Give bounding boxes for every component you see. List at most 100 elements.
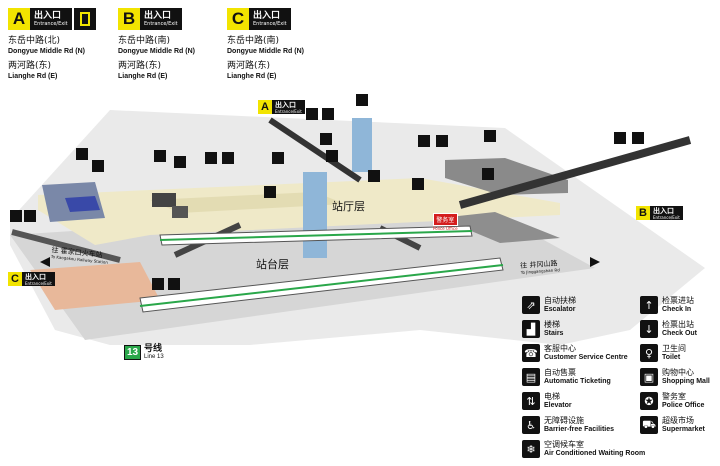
exit-c-area [30, 262, 160, 310]
escalator-icon [10, 210, 22, 222]
legend-label-cn: 自动扶梯 [544, 296, 576, 305]
supermarket-icon [482, 168, 494, 180]
line-badge: 13 号线 Line 13 [124, 344, 164, 361]
legend-label-en: Supermarket [662, 426, 705, 433]
legend-label-en: Barrier-free Facilities [544, 426, 615, 433]
check-in-icon [326, 150, 338, 162]
escalator-icon [205, 152, 217, 164]
escalator-icon [614, 132, 626, 144]
road-name-cn: 两河路(东) [227, 61, 271, 71]
legend-label-cn: 检票出站 [662, 320, 694, 329]
exit-label-cn: 出入口 [253, 11, 281, 21]
road-name-en: Lianghe Rd (E) [8, 73, 58, 80]
legend-label-en: Stairs [544, 330, 564, 337]
ticketing-icon: ▤ [522, 368, 540, 386]
exit-letter: C [227, 8, 249, 30]
escalator-icon [412, 178, 424, 190]
exit-label-en: Entrance/Exit [275, 108, 302, 114]
direction-arrow-right-icon [590, 257, 600, 267]
exit-letter: A [8, 8, 30, 30]
accessibility-icon [264, 186, 276, 198]
toilet-icon [436, 135, 448, 147]
legend-label-cn: 检票进站 [662, 296, 694, 305]
exit-label-en: Entrance/Exit [144, 21, 178, 27]
check-in-icon: ↑ [640, 296, 658, 314]
line-number: 13 [124, 345, 141, 360]
legend-label-cn: 楼梯 [544, 320, 560, 329]
check-out-icon [418, 135, 430, 147]
elevator-shaft-a [352, 118, 372, 172]
stairs-icon [632, 132, 644, 144]
exit-letter: A [258, 100, 272, 114]
legend-label-en: Escalator [544, 306, 576, 313]
exit-letter: B [636, 206, 650, 220]
legend-label-en: Air Conditioned Waiting Room [544, 450, 646, 457]
line-label-en: Line 13 [144, 354, 164, 360]
legend-label-cn: 卫生间 [662, 344, 686, 353]
legend-label-cn: 电梯 [544, 392, 560, 401]
legend-label-en: Toilet [662, 354, 681, 361]
legend-label-en: Police Office [662, 402, 705, 409]
elevator-icon: ⇅ [522, 392, 540, 410]
exit-label-cn: 出入口 [34, 11, 62, 21]
ticketing-icon [320, 133, 332, 145]
police-label-en: Police Office [433, 226, 458, 231]
exit-door-icon [73, 8, 96, 30]
exit-label-cn: 出入口 [144, 11, 172, 21]
shopping-icon [484, 130, 496, 142]
exit-label-cn: 出入口 [25, 272, 46, 281]
line-label-cn: 号线 [144, 344, 163, 354]
accessibility-icon: ♿ [522, 416, 540, 434]
shop-block-2 [440, 212, 560, 243]
elevator-shaft [303, 172, 327, 258]
platform-level-label: 站台层 [256, 258, 289, 271]
toilet-icon: ♀ [640, 344, 658, 362]
legend-label-en: Customer Service Centre [544, 354, 628, 361]
exit-label-cn: 出入口 [275, 100, 296, 109]
train-lower-stripe [139, 264, 504, 307]
escalator-c [11, 229, 121, 263]
stairs-icon [24, 210, 36, 222]
accessibility-icon [92, 160, 104, 172]
exit-label-en: Entrance/Exit [653, 214, 680, 220]
service-centre-icon [76, 148, 88, 160]
stairs-icon [368, 170, 380, 182]
road-name-cn: 东岳中路(南) [118, 36, 171, 46]
legend-label-en: Shopping Mall [662, 378, 710, 385]
legend-label-en: Check In [662, 306, 692, 313]
legend-label-cn: 客服中心 [544, 344, 576, 353]
legend-label-en: Automatic Ticketing [544, 378, 611, 385]
escalator-icon [306, 108, 318, 120]
legend-label-cn: 无障碍设施 [544, 416, 584, 425]
elevator-icon [356, 94, 368, 106]
road-name-cn: 东岳中路(南) [227, 36, 280, 46]
exit-label-en: Entrance/Exit [34, 21, 68, 27]
air-conditioning-icon: ❄ [522, 440, 540, 458]
road-name-cn: 东岳中路(北) [8, 36, 61, 46]
escalator-icon: ⇗ [522, 296, 540, 314]
stairs-icon [322, 108, 334, 120]
road-name-en: Dongyue Middle Rd (N) [8, 48, 85, 55]
police-office-marker: 警务室 Police Office [433, 213, 458, 231]
legend-label-cn: 空调候车室 [544, 440, 584, 449]
direction-right-label: 往 井冈山路 To Jinggangshan Rd [520, 259, 560, 275]
concourse-hall [150, 192, 345, 213]
legend-label-cn: 自动售票 [544, 368, 576, 377]
train-upper-stripe [159, 230, 473, 241]
exit-label-en: Entrance/Exit [25, 280, 52, 286]
escalator-b [458, 136, 692, 209]
legend-label-cn: 超级市场 [662, 416, 694, 425]
